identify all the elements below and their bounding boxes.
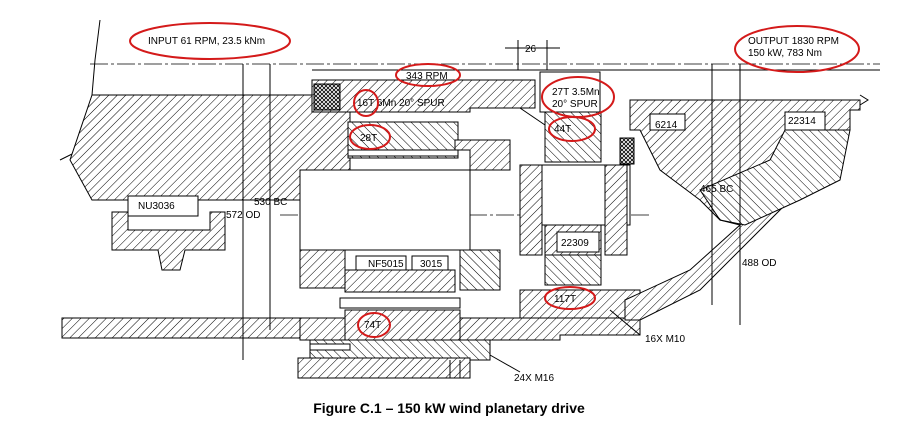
- label-27t-1: 27T 3.5Mn: [552, 87, 600, 98]
- highlight-output: [734, 25, 860, 73]
- planet-upper-web: [454, 139, 511, 171]
- label-27t-2: 20° SPUR: [552, 99, 598, 110]
- carrier-rim-left: [61, 317, 301, 339]
- gear-117t: [544, 254, 602, 286]
- bearing-22314: [784, 111, 826, 131]
- highlight-117t: [544, 286, 596, 310]
- seal-left: [313, 83, 341, 111]
- label-24x-m16: 24X M16: [514, 373, 554, 384]
- label-3015: 3015: [420, 259, 443, 270]
- label-nf5015: NF5015: [368, 259, 404, 270]
- label-488od: 488 OD: [742, 258, 776, 269]
- planet-shaft: [299, 169, 471, 251]
- leader-16x: [609, 309, 641, 336]
- bearing-6214: [649, 113, 686, 131]
- break-line-right: [859, 94, 869, 106]
- label-465bc: 465 BC: [700, 184, 733, 195]
- label-530bc: 530 BC: [254, 197, 287, 208]
- highlight-input: [129, 22, 291, 60]
- label-output-2: 150 kW, 783 Nm: [748, 48, 822, 59]
- highlight-44t: [548, 116, 596, 142]
- ring-gear-117t: [519, 289, 641, 319]
- highlight-28t: [349, 124, 391, 150]
- output-shaft-housing-left: [519, 164, 543, 256]
- planet-bore-bottom: [339, 297, 461, 309]
- label-input: INPUT 61 RPM, 23.5 kNm: [148, 36, 265, 47]
- bolt-slot: [309, 343, 351, 351]
- label-6214: 6214: [655, 120, 678, 131]
- output-shaft-housing-right: [604, 164, 628, 256]
- label-16t: 16T 6Mn 20° SPUR: [357, 98, 445, 109]
- figure-caption: Figure C.1 – 150 kW wind planetary drive: [313, 400, 585, 416]
- highlight-16t: [353, 89, 379, 117]
- label-74t: 74T: [364, 320, 381, 331]
- highlight-343-rpm: [395, 63, 461, 87]
- carrier-web: [111, 211, 226, 271]
- leader-24x: [489, 354, 521, 373]
- label-572od: 572 OD: [226, 210, 260, 221]
- label-28t: 28T: [360, 133, 377, 144]
- break-line-top: [91, 19, 101, 96]
- label-16x-m10: 16X M10: [645, 334, 685, 345]
- output-bearing-carrier: [699, 129, 851, 226]
- label-nu3036: NU3036: [138, 201, 175, 212]
- label-output-1: OUTPUT 1830 RPM: [748, 36, 839, 47]
- bolt-lines: [449, 360, 461, 378]
- label-343-rpm: 343 RPM: [406, 71, 448, 82]
- label-22309: 22309: [561, 238, 589, 249]
- ring-flange: [309, 339, 491, 361]
- bearing-nf5015: [355, 255, 407, 271]
- planet-gear-land: [347, 149, 459, 157]
- label-dim-26: 26: [525, 44, 537, 55]
- seal-right: [619, 137, 635, 165]
- ring-flange-bolt: [297, 357, 471, 379]
- label-44t: 44T: [554, 124, 571, 135]
- bearing-nu3036: [127, 195, 199, 217]
- leader-343: [519, 107, 546, 126]
- shaft-hub-bottom: [344, 269, 456, 293]
- highlight-74t: [357, 312, 391, 338]
- bearing-3015: [411, 255, 449, 271]
- input-ring: [311, 79, 536, 113]
- bearing-22309: [556, 231, 600, 253]
- shaft-hub-left: [299, 249, 346, 289]
- label-22314: 22314: [788, 116, 816, 127]
- shaft-hub-right: [459, 249, 501, 291]
- label-117t: 117T: [554, 294, 576, 305]
